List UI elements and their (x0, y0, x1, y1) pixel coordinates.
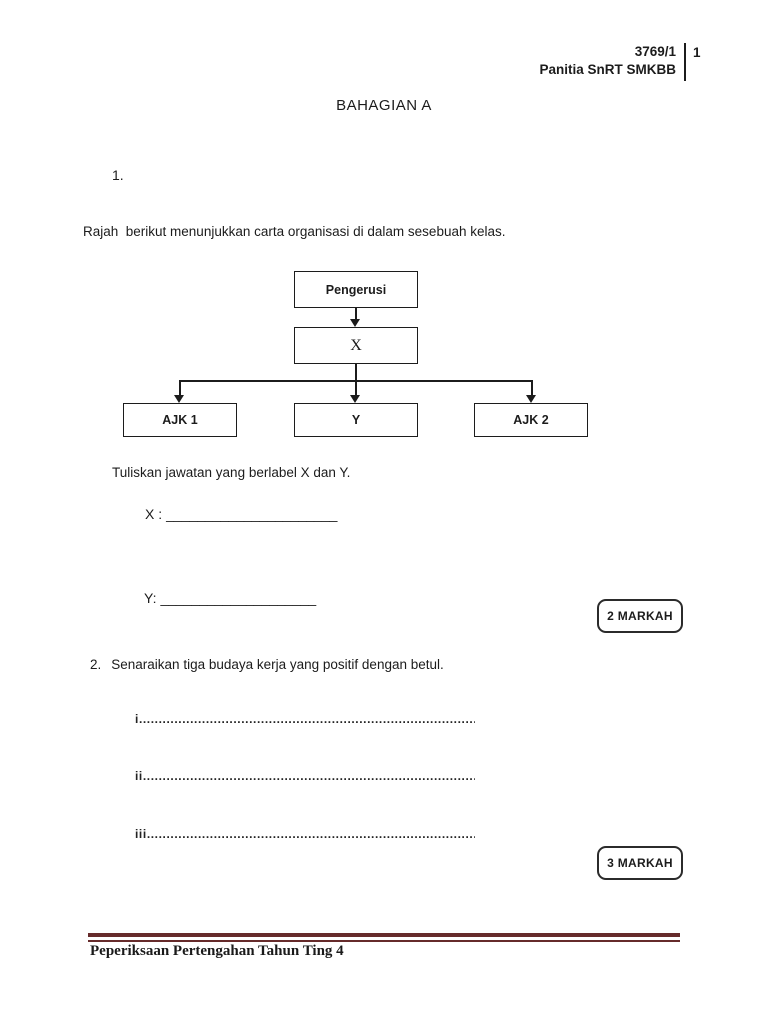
question-2-text: Senaraikan tiga budaya kerja yang positi… (111, 657, 444, 672)
org-chart-box-ajk2: AJK 2 (474, 403, 588, 437)
committee-name: Panitia SnRT SMKBB (539, 62, 676, 77)
marks-badge-q2: 3 MARKAH (597, 846, 683, 880)
answer-ii-dots: ........................................… (142, 769, 475, 783)
question-1-instruction: Tuliskan jawatan yang berlabel X dan Y. (112, 465, 351, 480)
org-chart-connector (355, 308, 357, 320)
answer-y-blank: ____________________ (160, 590, 317, 606)
arrow-down-icon (526, 395, 536, 403)
org-chart-box-x: X (294, 327, 418, 364)
answer-y-label: Y: (144, 590, 157, 606)
answer-x-label: X : (145, 506, 163, 522)
header-divider-line (684, 43, 686, 81)
question-2-number: 2. (90, 657, 102, 672)
org-chart-box-ajk1: AJK 1 (123, 403, 237, 437)
answer-dotted-line-iii: iii.....................................… (135, 827, 475, 845)
answer-iii-label: iii (135, 827, 147, 841)
question-1-intro: Rajah berikut menunjukkan carta organisa… (83, 224, 506, 239)
paper-code: 3769/1 (634, 44, 676, 59)
answer-dotted-line-ii: ii......................................… (135, 769, 475, 787)
org-chart-connector (179, 381, 181, 396)
answer-ii-label: ii (135, 769, 143, 783)
arrow-down-icon (350, 395, 360, 403)
answer-dotted-line-i: i.......................................… (135, 712, 475, 730)
marks-badge-q1: 2 MARKAH (597, 599, 683, 633)
question-2-heading: 2. Senaraikan tiga budaya kerja yang posi… (90, 657, 444, 672)
section-title: BAHAGIAN A (336, 97, 432, 114)
footer-text: Peperiksaan Pertengahan Tahun Ting 4 (90, 943, 344, 959)
arrow-down-icon (174, 395, 184, 403)
header-block: 3769/1 Panitia SnRT SMKBB (539, 43, 676, 79)
org-chart-connector (531, 381, 533, 396)
answer-line-x: X :______________________ (145, 506, 337, 522)
org-chart-box-root: Pengerusi (294, 271, 418, 308)
page-number: 1 (693, 45, 701, 60)
answer-i-dots: ........................................… (138, 712, 475, 726)
answer-i-label: i (135, 712, 139, 726)
question-1-number: 1. (112, 167, 124, 183)
answer-iii-dots: ........................................… (146, 827, 475, 841)
org-chart-branch-line (179, 380, 533, 382)
answer-line-y: Y:____________________ (144, 590, 316, 606)
arrow-down-icon (350, 319, 360, 327)
footer-rule (88, 933, 680, 942)
org-chart-box-y: Y (294, 403, 418, 437)
answer-x-blank: ______________________ (166, 506, 338, 522)
